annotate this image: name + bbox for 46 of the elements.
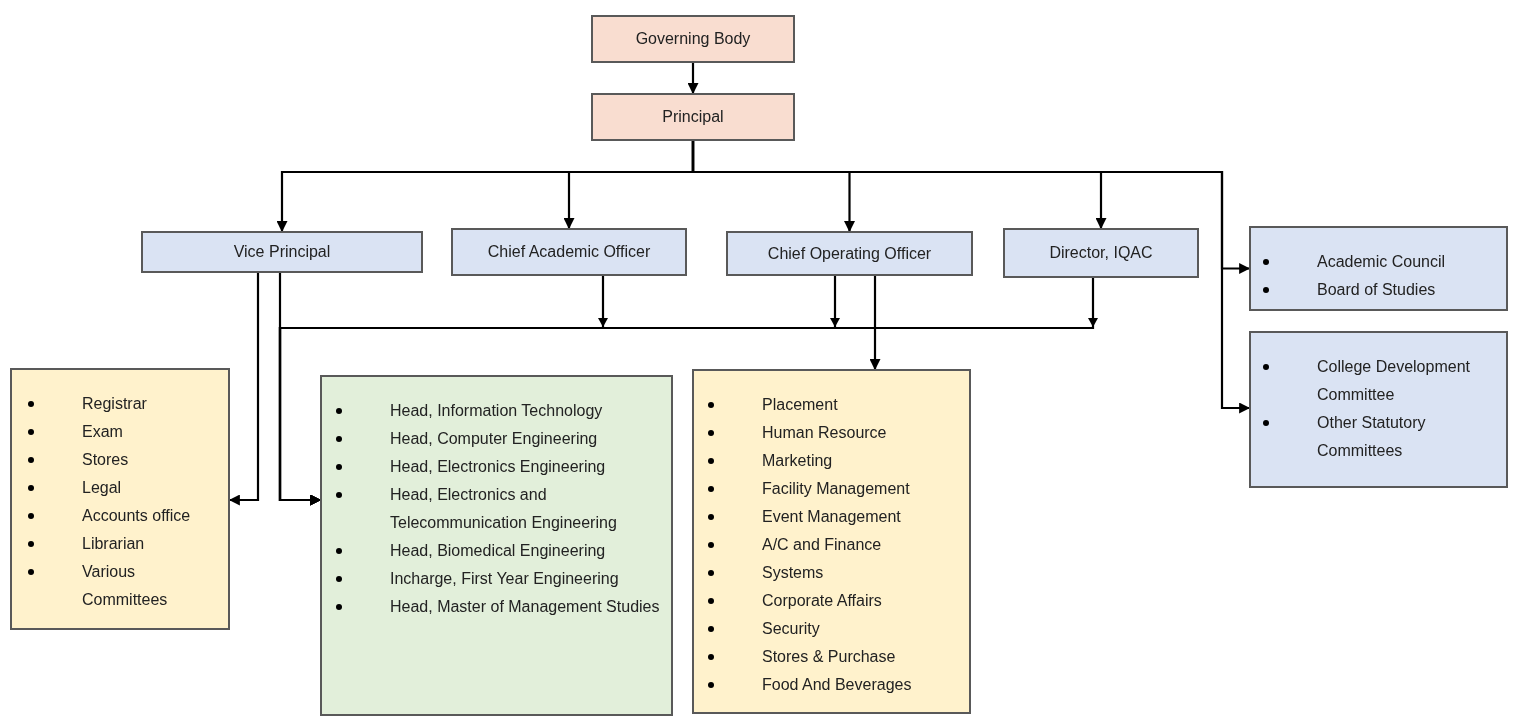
list-item: Food And Beverages [762,675,913,695]
list-item: Legal [82,478,123,498]
list-item: Head, Biomedical Engineering [390,541,607,561]
list-item: Stores & Purchase [762,647,897,667]
list-item: A/C and Finance [762,535,883,555]
role-title: Vice Principal [233,242,331,262]
list-item: Accounts office [82,506,192,526]
list-item: Facility Management [762,479,911,499]
list-item: Placement [762,395,839,415]
role-box [726,231,973,276]
list-item: Board of Studies [1317,280,1437,300]
list-item: Head, Master of Management Studies [390,597,661,617]
list-item: Head, Information Technology [390,401,604,421]
role-title: Principal [662,107,724,127]
role-title: Chief Academic Officer [487,242,651,262]
role-title: Governing Body [635,29,751,49]
list-item: Marketing [762,451,834,471]
list-item: Stores [82,450,130,470]
role-box [591,15,795,63]
list-item: Academic Council [1317,252,1447,272]
list-item: Head, Electronics and Telecommunication Engineering [390,485,618,533]
list-box [692,369,971,714]
role-box [451,228,687,276]
list-item: Corporate Affairs [762,591,883,611]
list-item: Head, Electronics Engineering [390,457,607,477]
list-item: Exam [82,422,124,442]
list-box [10,368,230,630]
list-item: Incharge, First Year Engineering [390,569,620,589]
list-item: Registrar [82,394,148,414]
list-item: Systems [762,563,825,583]
role-title: Chief Operating Officer [767,243,932,264]
list-box [320,375,673,716]
list-item: Various Committees [82,562,169,610]
list-item: Event Management [762,507,902,527]
role-title: Director, IQAC [1049,243,1153,263]
list-item: Librarian [82,534,146,554]
list-box [1249,331,1508,488]
list-box [1249,226,1508,311]
list-item: Head, Computer Engineering [390,429,599,449]
list-item: College Development Committee [1317,357,1471,405]
role-box [591,93,795,141]
list-item: Other Statutory Committees [1317,413,1427,461]
role-box [1003,228,1199,278]
list-item: Human Resource [762,423,888,443]
list-item: Security [762,619,821,639]
role-box [141,231,423,273]
